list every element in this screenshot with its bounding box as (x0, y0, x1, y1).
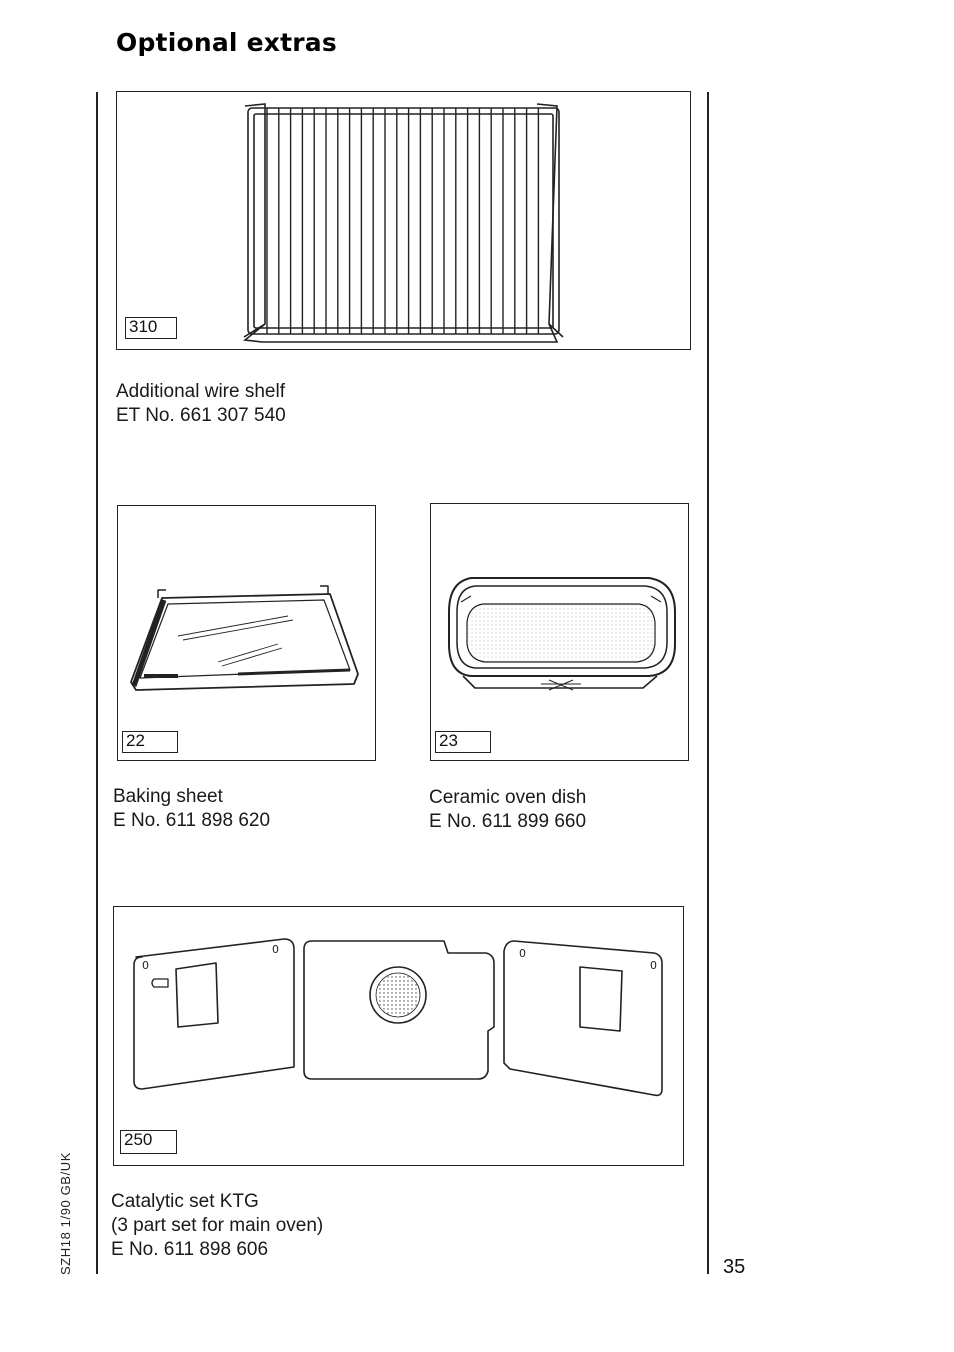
figure-number-310: 310 (125, 317, 177, 339)
catalytic-set-name: Catalytic set KTG (111, 1191, 259, 1212)
left-margin-rule (96, 92, 98, 1274)
wire-shelf-part-number: ET No. 661 307 540 (116, 405, 286, 426)
ceramic-dish-illustration (448, 577, 676, 691)
ceramic-dish-caption: Ceramic oven dish E No. 611 899 660 (429, 786, 586, 834)
baking-sheet-part-number: E No. 611 898 620 (113, 810, 271, 831)
figure-number-22: 22 (122, 731, 178, 753)
catalytic-set-figure: 0 0 0 0 250 (113, 906, 684, 1166)
page-number: 35 (723, 1256, 746, 1278)
baking-sheet-name: Baking sheet (113, 786, 223, 807)
ceramic-dish-name: Ceramic oven dish (429, 787, 587, 808)
catalytic-set-description: (3 part set for main oven) (111, 1215, 324, 1236)
page-title: Optional extras (116, 28, 337, 57)
wire-shelf-caption: Additional wire shelf ET No. 661 307 540 (116, 380, 286, 428)
svg-text:0: 0 (142, 959, 149, 972)
svg-text:0: 0 (519, 947, 526, 960)
catalytic-set-caption: Catalytic set KTG (3 part set for main o… (111, 1190, 323, 1262)
svg-text:0: 0 (650, 959, 657, 972)
ceramic-dish-figure: 23 (430, 503, 689, 761)
wire-shelf-illustration (243, 103, 564, 343)
baking-sheet-caption: Baking sheet E No. 611 898 620 (113, 785, 270, 833)
wire-shelf-name: Additional wire shelf (116, 381, 285, 402)
svg-text:0: 0 (272, 943, 279, 956)
right-margin-rule (707, 92, 709, 1274)
catalytic-set-illustration: 0 0 0 0 (133, 938, 663, 1097)
ceramic-dish-part-number: E No. 611 899 660 (429, 811, 587, 832)
baking-sheet-illustration (130, 585, 359, 691)
catalytic-set-part-number: E No. 611 898 606 (111, 1239, 269, 1260)
figure-number-23: 23 (435, 731, 491, 753)
figure-number-250: 250 (120, 1130, 177, 1154)
wire-shelf-figure: 310 (116, 91, 691, 350)
document-code: SZH18 1/90 GB/UK (58, 1151, 73, 1275)
baking-sheet-figure: 22 (117, 505, 376, 761)
